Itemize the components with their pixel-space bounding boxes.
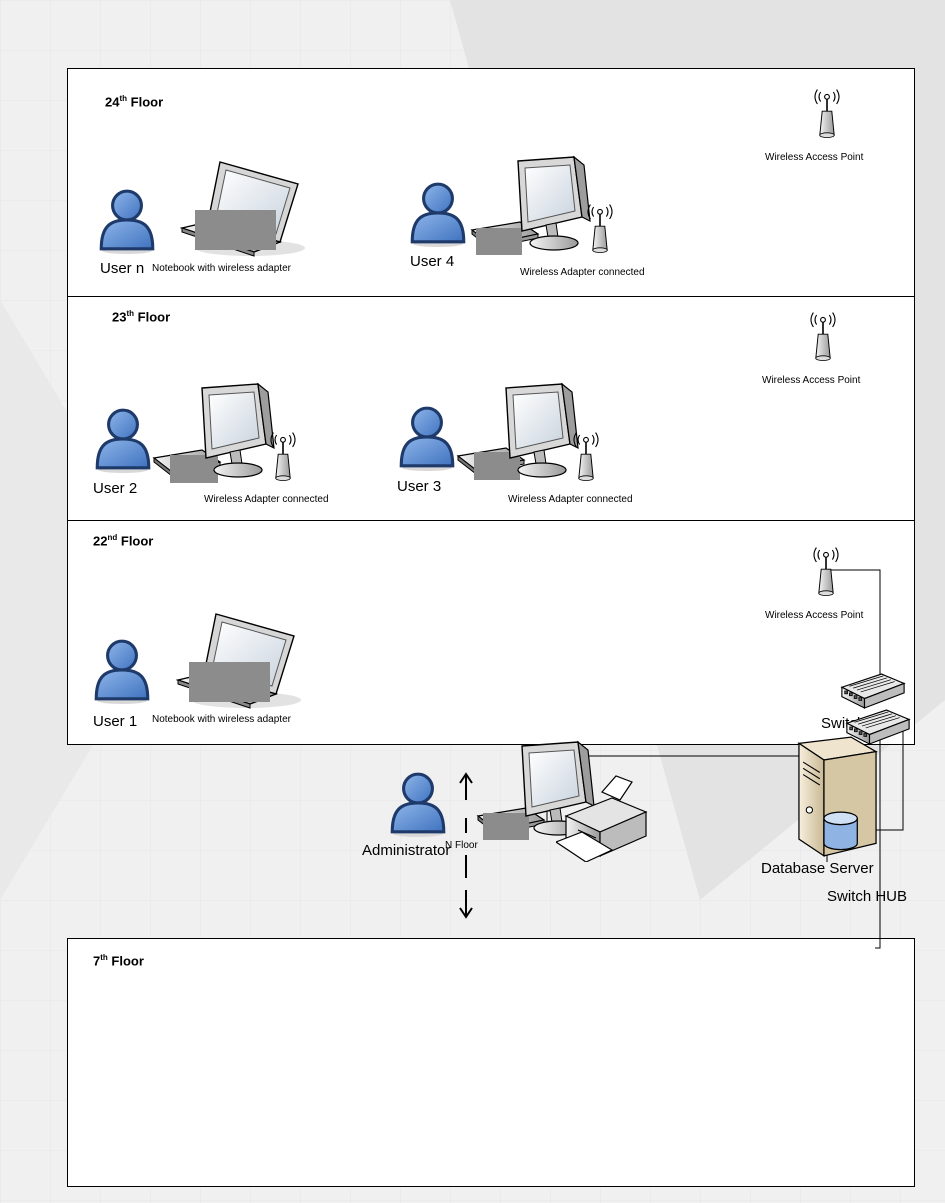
switch-hub-icon xyxy=(840,672,906,710)
database-server-icon xyxy=(765,735,885,860)
adapter-label-23b: Wireless Adapter connected xyxy=(508,494,633,505)
floor-suffix: th xyxy=(119,94,127,103)
monitor-icon xyxy=(196,382,276,482)
floor-word: Floor xyxy=(111,953,144,968)
adapter-label-24: Wireless Adapter connected xyxy=(520,267,645,278)
floor-number: 23 xyxy=(112,309,126,324)
wireless-antenna-icon xyxy=(584,195,616,259)
floor-word: Floor xyxy=(121,533,154,548)
database-server-label: Database Server xyxy=(761,860,874,877)
user-icon xyxy=(92,406,154,474)
printer-icon xyxy=(556,772,656,862)
wap-label-24: Wireless Access Point xyxy=(765,152,863,163)
wap-label-22: Wireless Access Point xyxy=(765,610,863,621)
wireless-antenna-icon xyxy=(570,423,602,487)
user-icon xyxy=(396,404,458,472)
wireless-antenna-icon xyxy=(807,303,839,367)
floor-suffix: th xyxy=(100,953,108,962)
floor-suffix: th xyxy=(126,309,134,318)
wireless-antenna-icon xyxy=(811,80,843,144)
notebook-label-22: Notebook with wireless adapter xyxy=(152,714,291,725)
redaction-box xyxy=(195,210,276,250)
user-n-label: User n xyxy=(100,260,144,277)
user-icon xyxy=(91,637,153,705)
floor-24-title: 24th Floor xyxy=(105,94,163,109)
user-icon xyxy=(387,770,449,838)
notebook-label-24: Notebook with wireless adapter xyxy=(152,263,291,274)
administrator-label: Administrator xyxy=(362,842,450,859)
floor-7-title: 7th Floor xyxy=(93,953,144,968)
floor-word: Floor xyxy=(138,309,171,324)
floor-23-panel: 23th Floor xyxy=(67,296,915,521)
floor-22-title: 22nd Floor xyxy=(93,533,153,548)
redaction-box xyxy=(189,662,270,702)
floor-word: Floor xyxy=(131,94,164,109)
switch-hub-label-7: Switch HUB xyxy=(827,888,907,905)
floor-number: 22 xyxy=(93,533,107,548)
user-2-label: User 2 xyxy=(93,480,137,497)
adapter-label-23a: Wireless Adapter connected xyxy=(204,494,329,505)
floor-number: 24 xyxy=(105,94,119,109)
floor-suffix: nd xyxy=(107,533,117,542)
floor-7-panel: 7th Floor xyxy=(67,938,915,1187)
monitor-icon xyxy=(512,155,592,255)
user-4-label: User 4 xyxy=(410,253,454,270)
monitor-icon xyxy=(500,382,580,482)
user-icon xyxy=(96,187,158,255)
wap-label-23: Wireless Access Point xyxy=(762,375,860,386)
wireless-antenna-icon xyxy=(810,538,842,602)
floor-23-title: 23th Floor xyxy=(112,309,170,324)
user-1-label: User 1 xyxy=(93,713,137,730)
user-icon xyxy=(407,180,469,248)
wireless-antenna-icon xyxy=(267,423,299,487)
user-3-label: User 3 xyxy=(397,478,441,495)
